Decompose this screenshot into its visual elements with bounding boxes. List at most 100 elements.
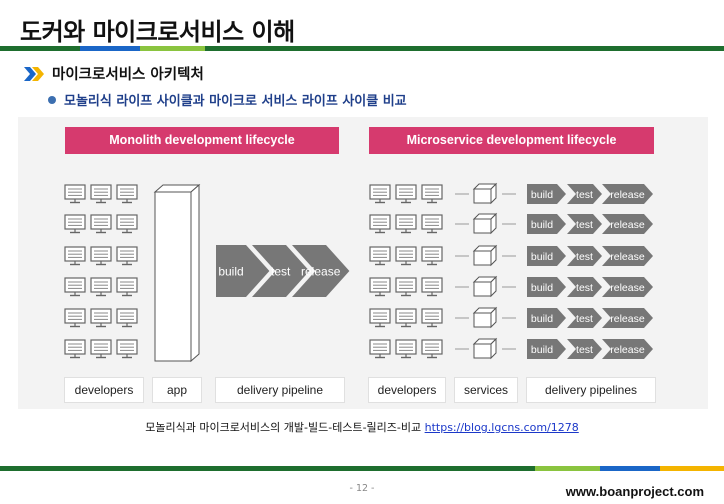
developer-monitor-icon [421, 308, 443, 328]
service-build-label: build [531, 282, 553, 294]
service-build-label: build [531, 251, 553, 263]
service-build-arrow [527, 339, 566, 359]
developer-monitor-icon [64, 246, 86, 266]
section-heading-row: 마이크로서비스 아키텍처 [24, 63, 204, 84]
developer-monitor-icon [90, 214, 112, 234]
service-build-arrow [527, 214, 566, 234]
service-build-label: build [531, 344, 553, 356]
developer-monitor-icon [64, 339, 86, 359]
developer-monitor-icon [395, 184, 417, 204]
developer-monitor-icon [116, 214, 138, 234]
developer-monitor-icon [395, 214, 417, 234]
page-title: 도커와 마이크로서비스 이해 [20, 18, 295, 46]
developer-monitor-icon [116, 308, 138, 328]
header-color-bar [0, 46, 724, 51]
service-test-arrow [567, 246, 602, 266]
figure-caption: 모놀리식과 마이크로서비스의 개발-빌드-테스트-릴리즈-비교 https://… [0, 419, 724, 435]
service-test-arrow [567, 277, 602, 297]
developer-monitor-icon [64, 184, 86, 204]
developer-monitor-icon [421, 277, 443, 297]
service-release-arrow [602, 184, 653, 204]
developer-monitor-icon [116, 246, 138, 266]
label-developers-right: developers [368, 377, 446, 403]
developer-monitor-icon [90, 308, 112, 328]
label-services: services [454, 377, 518, 403]
developer-monitor-icon [395, 277, 417, 297]
monolith-build-label: build [218, 264, 243, 278]
monolith-test-arrow [252, 245, 310, 297]
lifecycle-comparison-figure: Monolith development lifecycle Microserv… [18, 117, 708, 409]
developer-monitor-icon [421, 339, 443, 359]
site-url: www.boanproject.com [565, 484, 704, 499]
service-release-label: release [610, 251, 645, 263]
developer-monitor-icon [395, 308, 417, 328]
label-app: app [152, 377, 202, 403]
service-release-arrow [602, 246, 653, 266]
service-cube-icon [472, 182, 498, 205]
developer-monitor-icon [64, 308, 86, 328]
double-chevron-icon [24, 66, 44, 81]
developer-monitor-icon [421, 184, 443, 204]
sub-heading-row: 모놀리식 라이프 사이클과 마이크로 서비스 라이프 사이클 비교 [48, 90, 407, 109]
developer-monitor-icon [395, 246, 417, 266]
developer-monitor-icon [90, 277, 112, 297]
label-delivery-pipeline: delivery pipeline [215, 377, 345, 403]
service-cube-icon [472, 306, 498, 329]
developer-monitor-icon [90, 339, 112, 359]
service-release-arrow [602, 214, 653, 234]
service-test-arrow [567, 339, 602, 359]
service-build-arrow [527, 246, 566, 266]
service-test-label: test [576, 282, 593, 294]
service-release-arrow [602, 277, 653, 297]
monolith-build-arrow [216, 245, 270, 297]
caption-text: 모놀리식과 마이크로서비스의 개발-빌드-테스트-릴리즈-비교 [145, 421, 422, 434]
app-column-side [190, 183, 200, 363]
service-release-label: release [610, 344, 645, 356]
monolith-release-arrow [292, 245, 350, 297]
service-test-arrow [567, 214, 602, 234]
monolith-title: Monolith development lifecycle [65, 127, 339, 154]
microservice-title: Microservice development lifecycle [369, 127, 654, 154]
developer-monitor-icon [421, 214, 443, 234]
service-test-label: test [576, 189, 593, 201]
service-build-label: build [531, 219, 553, 231]
service-release-arrow [602, 339, 653, 359]
service-build-label: build [531, 189, 553, 201]
service-build-label: build [531, 313, 553, 325]
service-build-arrow [527, 308, 566, 328]
service-build-arrow [527, 277, 566, 297]
service-test-label: test [576, 344, 593, 356]
developer-monitor-icon [90, 184, 112, 204]
service-test-label: test [576, 313, 593, 325]
bullet-dot-icon [48, 95, 56, 104]
service-release-arrow [602, 308, 653, 328]
developer-monitor-icon [369, 277, 391, 297]
developer-monitor-icon [90, 246, 112, 266]
developer-monitor-icon [395, 339, 417, 359]
monolith-test-label: test [271, 264, 291, 278]
service-release-label: release [610, 189, 645, 201]
service-test-label: test [576, 219, 593, 231]
source-link[interactable]: https://blog.lgcns.com/1278 [424, 421, 579, 434]
developer-monitor-icon [64, 277, 86, 297]
section-subheading: 모놀리식 라이프 사이클과 마이크로 서비스 라이프 사이클 비교 [64, 94, 407, 109]
service-cube-icon [472, 212, 498, 235]
service-cube-icon [472, 275, 498, 298]
service-test-label: test [576, 251, 593, 263]
developer-monitor-icon [369, 214, 391, 234]
service-cube-icon [472, 337, 498, 360]
app-column-front [154, 191, 192, 362]
developer-monitor-icon [369, 184, 391, 204]
label-developers-left: developers [64, 377, 144, 403]
developer-monitor-icon [421, 246, 443, 266]
developer-monitor-icon [116, 184, 138, 204]
service-test-arrow [567, 308, 602, 328]
section-heading: 마이크로서비스 아키텍처 [52, 67, 204, 83]
developer-monitor-icon [369, 246, 391, 266]
service-release-label: release [610, 313, 645, 325]
developer-monitor-icon [116, 277, 138, 297]
page-number: - 12 - [349, 483, 375, 494]
service-release-label: release [610, 219, 645, 231]
figure-drawing: build test release build test release build tes… [64, 182, 653, 363]
service-release-label: release [610, 282, 645, 294]
